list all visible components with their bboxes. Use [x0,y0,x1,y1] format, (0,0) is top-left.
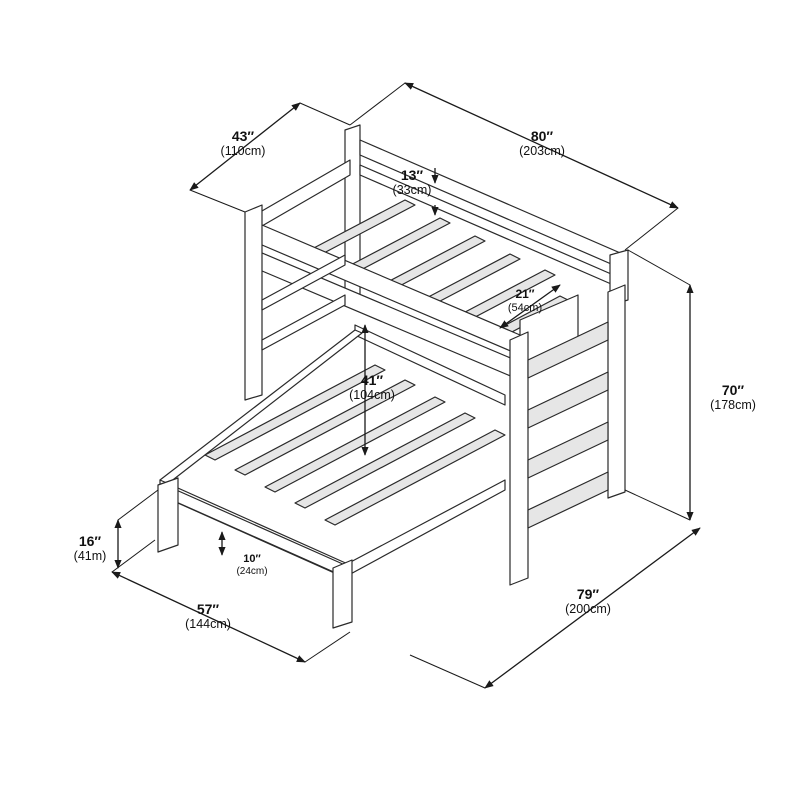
dim-lower-height-value: 16″ [78,533,102,549]
dim-guardrail: 13″ (33cm) [393,167,432,197]
dim-guardrail-metric: (33cm) [392,183,432,198]
dim-total-height-value: 70″ [721,382,745,398]
dim-ladder-opening: 21″ (54cm) [507,287,543,314]
lower-leg-front [332,559,353,629]
dim-lower-length-metric: (200cm) [565,602,611,617]
dim-width-top-value: 43″ [231,128,255,144]
dim-clearance: 41″ (104cm) [349,372,395,402]
left-end-rail [261,254,346,311]
dim-ladder-opening-value: 21″ [515,287,535,301]
dim-lower-length-value: 79″ [576,586,600,602]
dim-lower-rail-metric: (24cm) [236,565,268,577]
ladder-left-post [509,331,529,586]
dim-lower-width-metric: (144cm) [185,617,231,632]
dim-lower-length: 79″ (200cm) [565,586,611,616]
dim-lower-rail-value: 10″ [243,553,261,565]
dim-width-top: 43″ (110cm) [221,128,266,158]
front-left-post [244,204,263,401]
dim-guardrail-value: 13″ [400,167,424,183]
lower-bed [157,324,506,629]
lower-slats [204,364,506,526]
dim-length-top: 80″ (203cm) [519,128,565,158]
ladder-rung-3 [527,471,609,529]
dim-width-top-metric: (110cm) [220,144,266,159]
upper-head-rail [254,159,351,231]
ladder-rung-2 [527,421,609,479]
dimension-lines [111,82,701,689]
dim-total-height: 70″ (178cm) [710,382,756,412]
upper-bunk [244,124,629,401]
ladder-rung-1 [527,371,609,429]
lower-leg-left [157,477,179,553]
ladder [509,284,626,586]
dim-ladder-opening-metric: (54cm) [507,301,543,314]
dim-clearance-metric: (104cm) [349,388,395,403]
dim-length-top-value: 80″ [530,128,554,144]
dim-lower-height: 16″ (41m) [74,533,107,563]
dim-lower-rail: 10″ (24cm) [236,553,267,577]
ladder-rung-0 [527,321,609,379]
ladder-right-post [607,284,626,499]
dim-lower-height-metric: (41m) [73,549,107,564]
dim-lower-width-value: 57″ [196,601,220,617]
dim-total-height-metric: (178cm) [710,398,756,413]
left-end-rail-2 [261,294,346,351]
lower-side-rail [164,479,506,578]
dim-length-top-metric: (203cm) [519,144,565,159]
dim-clearance-value: 41″ [360,372,384,388]
dim-lower-width: 57″ (144cm) [185,601,231,631]
